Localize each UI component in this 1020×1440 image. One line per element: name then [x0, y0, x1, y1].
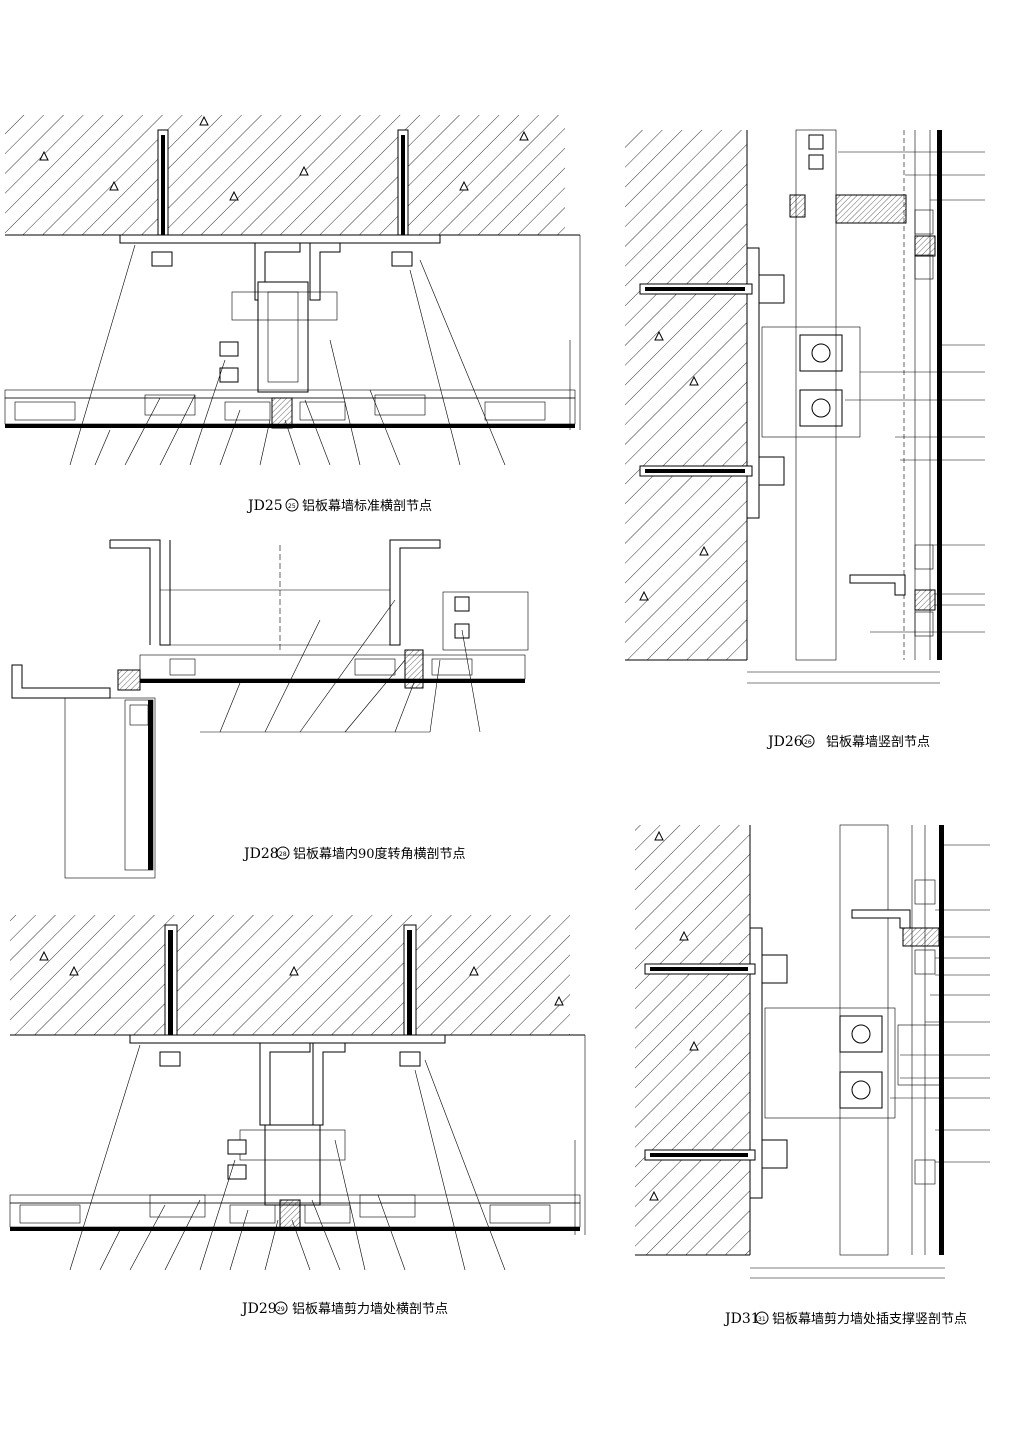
jd28-channel-left	[109, 539, 171, 646]
jd31-title: 铝板幕墙剪力墙处插支撑竖剖节点	[772, 1311, 967, 1327]
jd29-subframes	[19, 1194, 551, 1231]
jd26-number: 26	[804, 739, 812, 746]
jd31-embed-plate	[749, 927, 763, 1199]
jd31-number: 31	[758, 1316, 766, 1323]
jd25-aggregate	[39, 115, 529, 201]
jd26-fire-insulation	[835, 194, 907, 224]
jd28-corner-angle	[11, 664, 111, 699]
jd26-code: JD26	[766, 734, 803, 750]
jd31-concrete	[635, 825, 750, 1255]
jd26-caption: JD26 26 铝板幕墙竖剖节点	[766, 734, 930, 750]
jd28-bracket	[442, 591, 529, 651]
jd31-mullion	[839, 824, 889, 1256]
jd31-caption: JD31 31 铝板幕墙剪力墙处插支撑竖剖节点	[723, 1311, 967, 1327]
jd29-aggregate	[39, 950, 564, 1006]
jd26-bracket	[761, 326, 861, 438]
jd29-title: 铝板幕墙剪力墙处横剖节点	[292, 1301, 448, 1317]
jd25-title: 铝板幕墙标准横剖节点	[302, 499, 432, 514]
jd25-base-plate	[119, 234, 441, 244]
jd29-code: JD29	[240, 1301, 277, 1317]
jd26-aggregate	[639, 330, 709, 601]
jd25-mullion	[257, 281, 309, 393]
jd28-channel-right	[389, 539, 441, 646]
jd31-bracket	[764, 1007, 896, 1119]
jd29-leaders	[69, 1044, 506, 1271]
jd31-leaders	[890, 844, 990, 1163]
jd26-embed-plate	[746, 247, 760, 519]
jd25-subframes	[14, 394, 546, 429]
jd26-concrete	[625, 130, 747, 660]
jd26-detail: JD26 26 铝板幕墙竖剖节点	[625, 129, 985, 750]
jd25-leaders	[69, 244, 506, 466]
jd31-aggregate	[649, 830, 699, 1201]
jd26-mullion	[795, 129, 837, 661]
jd26-title: 铝板幕墙竖剖节点	[826, 735, 930, 750]
jd31-aluminum-panel	[939, 825, 944, 1255]
jd25-code: JD25	[246, 498, 283, 514]
jd25-detail: JD25 25 铝板幕墙标准横剖节点	[4, 115, 581, 514]
jd28-detail: JD28 28 铝板幕墙内90度转角横剖节点	[11, 539, 529, 879]
jd25-concrete	[5, 115, 565, 235]
jd26-aluminum-panel	[937, 130, 942, 660]
jd29-number: 29	[277, 1306, 285, 1313]
jd26-leaders	[838, 151, 985, 633]
jd29-caption: JD29 29 铝板幕墙剪力墙处横剖节点	[240, 1301, 448, 1317]
jd31-detail: JD31 31 铝板幕墙剪力墙处插支撑竖剖节点	[635, 824, 990, 1327]
jd29-mullion	[264, 1124, 321, 1206]
jd28-code: JD28	[242, 846, 279, 862]
jd28-leaders	[200, 599, 481, 733]
jd31-code: JD31	[723, 1311, 760, 1327]
jd25-caption: JD25 25 铝板幕墙标准横剖节点	[246, 498, 432, 514]
jd25-number: 25	[288, 503, 296, 510]
jd29-detail: JD29 29 铝板幕墙剪力墙处横剖节点	[9, 915, 586, 1317]
jd28-caption: JD28 28 铝板幕墙内90度转角横剖节点	[242, 846, 466, 862]
jd28-title: 铝板幕墙内90度转角横剖节点	[293, 846, 466, 862]
jd29-base-plate	[129, 1034, 446, 1044]
jd28-number: 28	[279, 851, 287, 858]
